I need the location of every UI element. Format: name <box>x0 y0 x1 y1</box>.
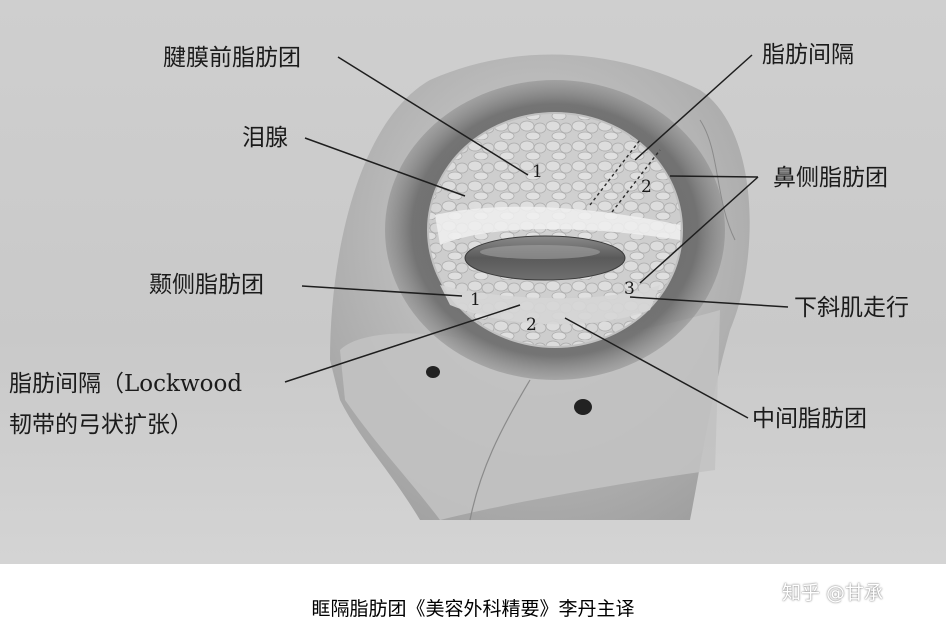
label-central-fat: 中间脂肪团 <box>752 406 867 432</box>
septum-dotted-line-1 <box>589 139 641 206</box>
muscle-highlight <box>480 245 600 259</box>
leader-lines <box>284 54 789 419</box>
suture-line <box>469 379 531 521</box>
leader-lacrimal <box>304 137 466 197</box>
marker-3: 3 <box>624 279 635 299</box>
inferior-fat-band <box>440 285 660 325</box>
leader-central <box>564 317 749 419</box>
label-septum-lockwood-line1: 脂肪间隔（Lockwood <box>9 371 243 397</box>
marker-2-lower: 2 <box>526 315 537 335</box>
fat-lobules <box>429 114 681 346</box>
leader-septum-upper <box>634 54 753 161</box>
leader-septum-lockwood <box>284 304 521 383</box>
leader-nasal-1 <box>669 175 759 178</box>
infraorbital-foramen <box>426 366 440 378</box>
marker-2-upper: 2 <box>641 177 652 197</box>
watermark: 知乎 @甘承 <box>782 582 884 604</box>
label-septum-lockwood-line2: 韧带的弓状扩张） <box>9 412 193 438</box>
leader-preaponeurotic <box>337 56 529 176</box>
anatomy-illustration: 1 2 3 1 2 腱膜前脂肪团 泪腺 颞侧脂肪团 脂肪间隔（Lockwood … <box>0 0 946 564</box>
leader-nasal-2 <box>639 176 759 284</box>
label-nasal-fat: 鼻侧脂肪团 <box>773 165 888 191</box>
levator-aponeurosis <box>435 206 680 245</box>
figure-caption: 眶隔脂肪团《美容外科精要》李丹主译 <box>311 598 635 620</box>
septum-dotted-line-2 <box>611 149 661 213</box>
label-temporal-fat: 颞侧脂肪团 <box>149 272 264 298</box>
marker-1-lower: 1 <box>470 290 481 310</box>
orbit-diagram <box>284 54 789 521</box>
leader-temporal <box>301 285 463 297</box>
label-preaponeurotic-fat: 腱膜前脂肪团 <box>163 45 301 71</box>
marker-1-upper: 1 <box>532 162 543 182</box>
label-septum-upper: 脂肪间隔 <box>762 42 854 68</box>
label-lacrimal-gland: 泪腺 <box>242 125 288 151</box>
zygomatic-foramen <box>574 399 592 415</box>
leader-inferior-oblique <box>629 296 789 308</box>
label-inferior-oblique: 下斜肌走行 <box>794 295 909 321</box>
